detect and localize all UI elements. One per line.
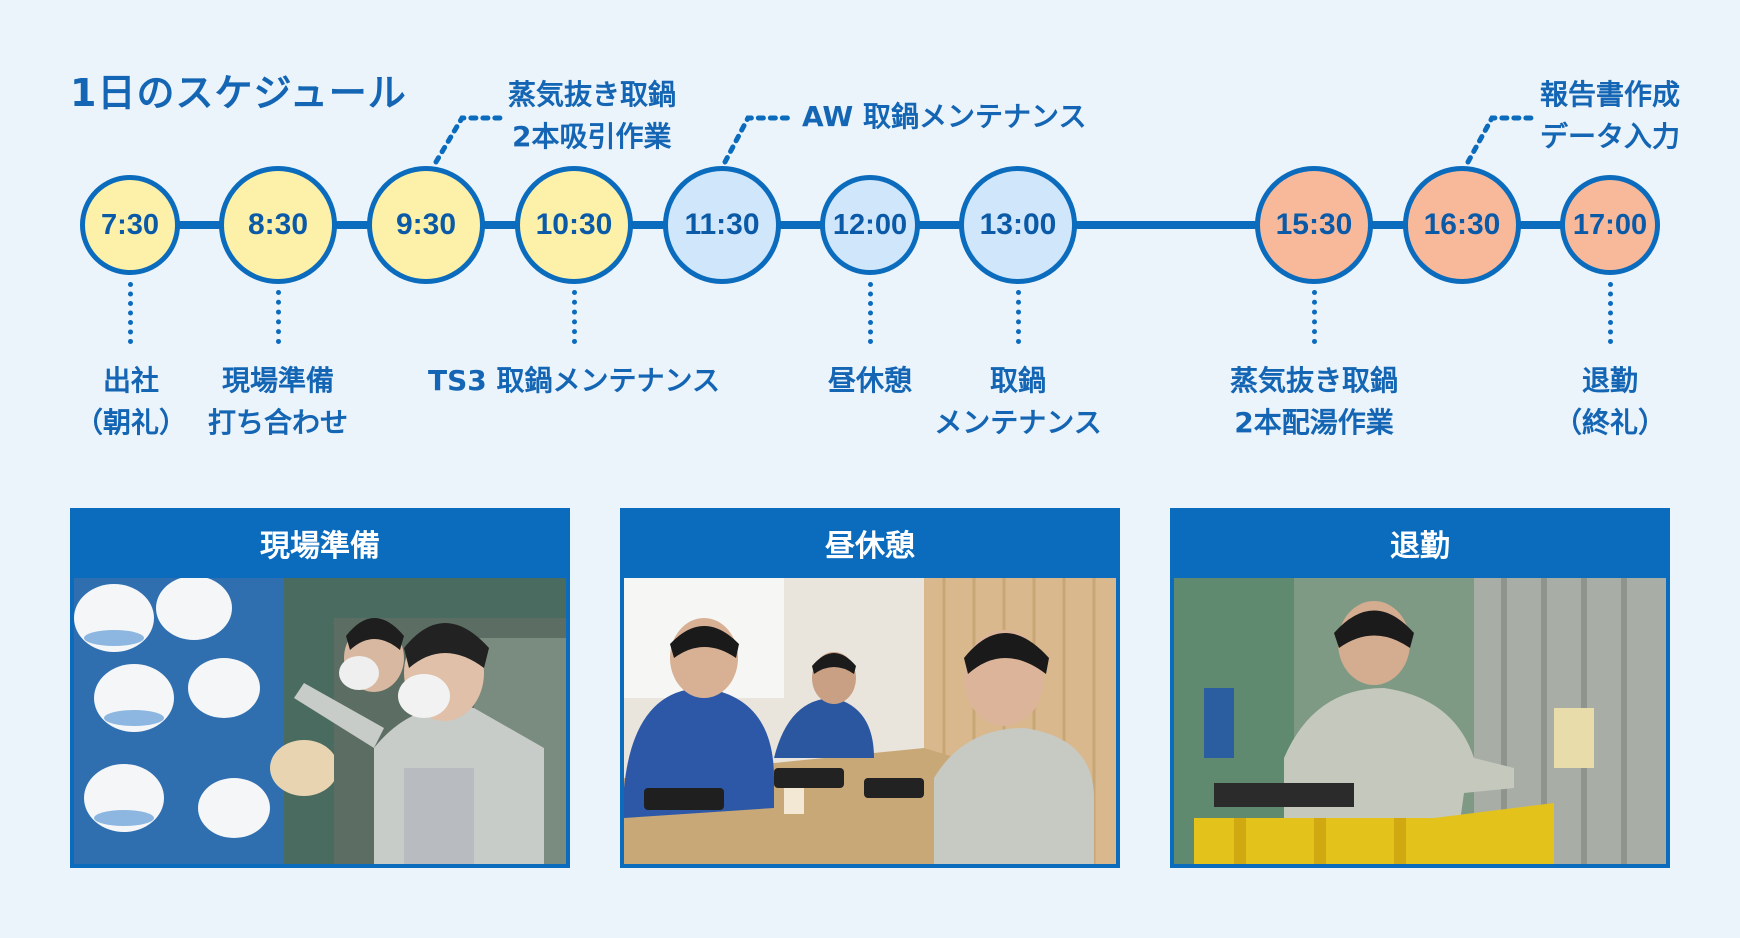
card-heading: 昼休憩	[825, 529, 915, 564]
label-line: 出社	[102, 364, 160, 397]
connector	[1608, 282, 1613, 344]
time-label: 16:30	[1423, 208, 1501, 241]
label-line: 昼休憩	[827, 364, 913, 397]
time-label: 11:30	[684, 208, 760, 241]
time-node-1530: 15:30	[1255, 166, 1373, 284]
time-node-1030: 10:30	[515, 166, 633, 284]
label-line: 2本吸引作業	[512, 120, 672, 153]
connector	[868, 282, 873, 344]
time-node-0930: 9:30	[367, 166, 485, 284]
connector	[128, 282, 133, 344]
time-label: 17:00	[1572, 208, 1648, 241]
time-label: 13:00	[979, 208, 1057, 241]
time-label: 10:30	[535, 208, 613, 241]
schedule-label-1200: 昼休憩	[828, 360, 912, 402]
time-node-1630: 16:30	[1403, 166, 1521, 284]
connector	[572, 290, 577, 344]
time-label: 8:30	[247, 208, 309, 241]
label-line: 退勤	[1581, 364, 1639, 397]
time-node-0730: 7:30	[80, 175, 180, 275]
card-heading: 現場準備	[260, 529, 380, 564]
schedule-label-1700: 退勤 （終礼）	[1554, 360, 1666, 444]
time-node-1700: 17:00	[1560, 175, 1660, 275]
photo-card-leaving: 退勤	[1170, 508, 1670, 868]
time-label: 12:00	[832, 208, 908, 241]
label-line: データ入力	[1540, 120, 1681, 153]
label-line: AW 取鍋メンテナンス	[802, 100, 1087, 133]
schedule-label-0830: 現場準備 打ち合わせ	[208, 360, 348, 444]
label-line: 蒸気抜き取鍋	[508, 78, 677, 111]
photo-workers-with-helmets	[74, 578, 566, 864]
photo-lunch-break	[624, 578, 1116, 864]
label-line: 現場準備	[221, 364, 335, 397]
photo-card-preparation: 現場準備	[70, 508, 570, 868]
time-node-1200: 12:00	[820, 175, 920, 275]
time-node-1130: 11:30	[663, 166, 781, 284]
label-line: 取鍋	[989, 364, 1047, 397]
label-line: 打ち合わせ	[207, 406, 349, 439]
schedule-label-1300: 取鍋 メンテナンス	[934, 360, 1101, 444]
time-label: 15:30	[1275, 208, 1353, 241]
schedule-label-0930: 蒸気抜き取鍋 2本吸引作業	[508, 74, 676, 158]
schedule-label-1630: 報告書作成 データ入力	[1540, 74, 1680, 158]
page-title: 1日のスケジュール	[70, 71, 407, 115]
schedule-label-1030: TS3 取鍋メンテナンス	[428, 360, 720, 402]
connector	[276, 290, 281, 344]
schedule-label-1130: AW 取鍋メンテナンス	[802, 96, 1087, 138]
time-node-0830: 8:30	[219, 166, 337, 284]
connector	[1312, 290, 1317, 344]
photo-time-card	[1174, 578, 1666, 864]
schedule-label-0730: 出社 （朝礼）	[75, 360, 187, 444]
time-label: 9:30	[395, 208, 457, 241]
label-line: メンテナンス	[934, 406, 1102, 439]
time-label: 7:30	[100, 208, 160, 241]
label-line: 2本配湯作業	[1234, 406, 1394, 439]
connector	[1016, 290, 1021, 344]
photo-card-lunch: 昼休憩	[620, 508, 1120, 868]
schedule-label-1530: 蒸気抜き取鍋 2本配湯作業	[1230, 360, 1398, 444]
label-line: 報告書作成	[1540, 78, 1681, 111]
label-line: TS3 取鍋メンテナンス	[428, 364, 720, 397]
label-line: 蒸気抜き取鍋	[1229, 364, 1399, 397]
label-line: （朝礼）	[74, 406, 188, 439]
label-line: （終礼）	[1553, 406, 1667, 439]
card-heading: 退勤	[1390, 529, 1450, 564]
time-node-1300: 13:00	[959, 166, 1077, 284]
